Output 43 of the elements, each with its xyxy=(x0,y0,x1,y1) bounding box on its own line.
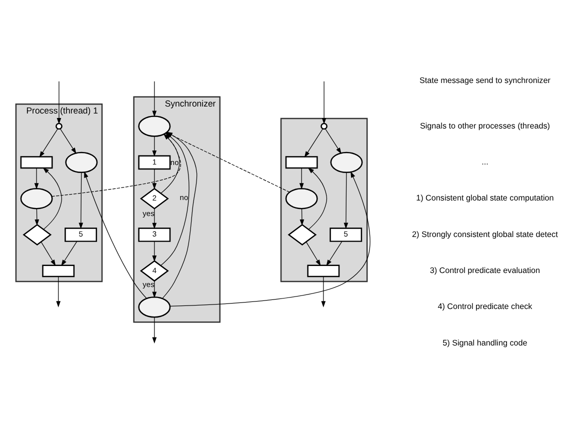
node-diamond xyxy=(288,224,317,246)
arrow xyxy=(152,136,157,157)
node-box xyxy=(307,264,340,278)
node-circle xyxy=(56,122,62,130)
arrow xyxy=(39,128,58,158)
node-circle xyxy=(320,122,328,130)
arrow xyxy=(152,241,157,262)
arrow xyxy=(152,208,157,230)
node-diamond xyxy=(22,224,52,246)
arrow xyxy=(152,168,157,190)
arrow xyxy=(152,81,157,118)
arrow xyxy=(308,168,328,230)
arrow xyxy=(56,81,62,124)
node-ellipse xyxy=(20,188,53,210)
arrow xyxy=(300,208,304,226)
arrow xyxy=(56,276,61,308)
arrow xyxy=(344,172,348,229)
arrow xyxy=(84,171,147,299)
arrow xyxy=(326,241,342,266)
arrow xyxy=(306,242,321,266)
arrow xyxy=(321,276,326,308)
node-box xyxy=(42,264,75,278)
arrow xyxy=(322,81,326,124)
arrow xyxy=(78,172,84,229)
arrow xyxy=(152,280,157,298)
node-ellipse xyxy=(330,152,363,174)
arrow xyxy=(170,171,370,306)
arrow xyxy=(152,316,157,344)
arrow xyxy=(42,168,62,230)
arrow xyxy=(60,128,76,154)
arrow xyxy=(61,241,78,266)
arrow xyxy=(299,168,304,190)
arrow xyxy=(34,208,40,226)
arrow xyxy=(34,168,39,190)
node-ellipse xyxy=(285,188,318,210)
node-ellipse xyxy=(138,116,171,137)
arrow xyxy=(304,128,324,158)
arrow xyxy=(325,128,342,154)
node-box xyxy=(285,156,318,169)
node-box xyxy=(20,156,53,169)
node-ellipse xyxy=(138,296,171,318)
node-ellipse xyxy=(65,152,98,174)
arrow xyxy=(40,242,56,266)
